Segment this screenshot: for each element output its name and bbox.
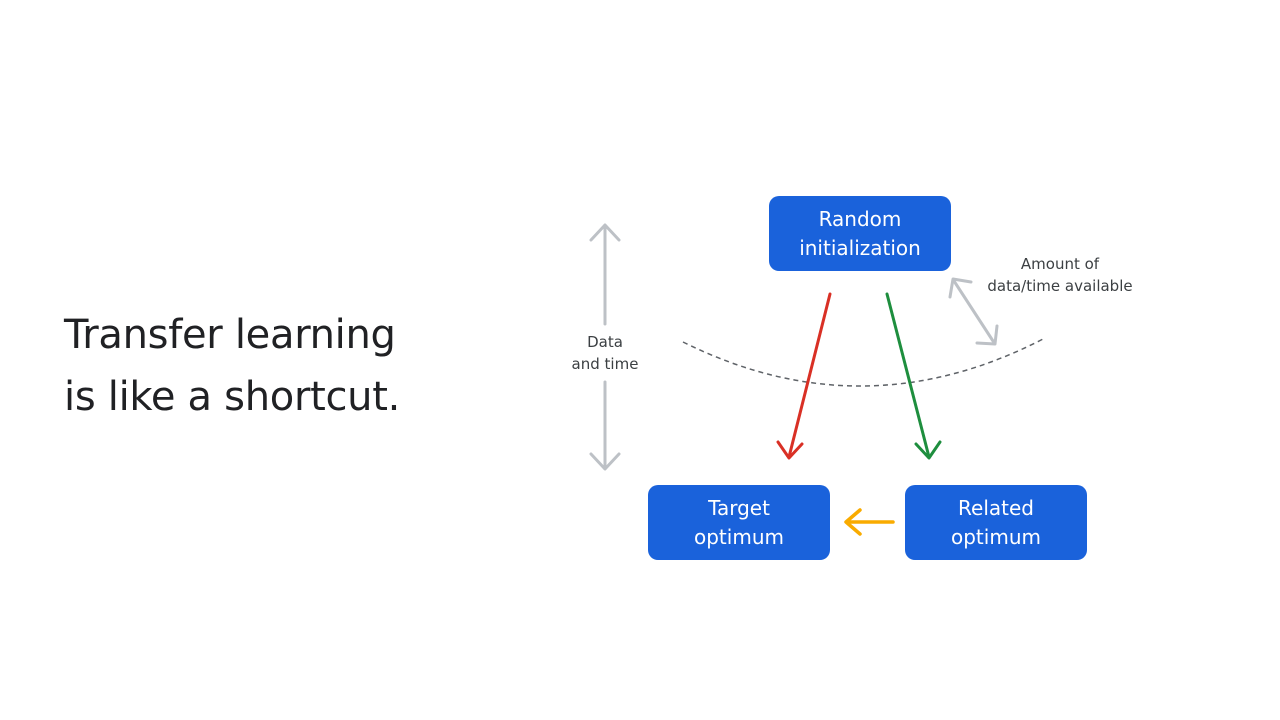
axis-arrow-down-head	[589, 452, 621, 471]
direct-training-arrow	[776, 292, 832, 460]
pretraining-arrow-head	[914, 440, 942, 460]
headline-line-1: Transfer learning	[64, 312, 396, 358]
threshold-curve	[682, 337, 1046, 387]
direct-arrow-shaft	[787, 292, 832, 459]
data-time-label-line-1: Data	[587, 333, 623, 351]
amount-label-line-2: data/time available	[987, 277, 1133, 295]
headline-line-2: is like a shortcut.	[64, 374, 401, 420]
pretraining-arrow-shaft	[885, 292, 931, 459]
data-time-axis-arrow	[589, 223, 621, 471]
amount-available-label: Amount of data/time available	[975, 253, 1145, 297]
transfer-arrow-head	[844, 508, 862, 536]
amount-arrow-head-bottom	[975, 324, 999, 346]
related-optimum-node: Related optimum	[905, 485, 1087, 560]
slide-headline: Transfer learning is like a shortcut.	[64, 304, 400, 428]
related-node-line-2: optimum	[951, 524, 1041, 549]
amount-available-arrow	[948, 277, 999, 346]
amount-label-line-1: Amount of	[1020, 255, 1100, 273]
amount-arrow-head-top	[948, 277, 973, 299]
target-node-line-1: Target	[708, 495, 770, 520]
target-node-line-2: optimum	[694, 524, 784, 549]
random-initialization-node: Random initialization	[769, 196, 951, 271]
related-node-line-1: Related	[958, 495, 1034, 520]
data-and-time-label: Data and time	[560, 331, 650, 375]
target-optimum-node: Target optimum	[648, 485, 830, 560]
direct-arrow-head	[776, 440, 804, 460]
transfer-arrow	[844, 508, 895, 536]
amount-arrow-shaft	[952, 279, 995, 343]
random-node-line-2: initialization	[799, 235, 921, 260]
data-time-label-line-2: and time	[571, 355, 639, 373]
random-node-line-1: Random	[818, 206, 902, 231]
axis-arrow-up-head	[589, 223, 621, 242]
pretraining-arrow	[885, 292, 942, 460]
